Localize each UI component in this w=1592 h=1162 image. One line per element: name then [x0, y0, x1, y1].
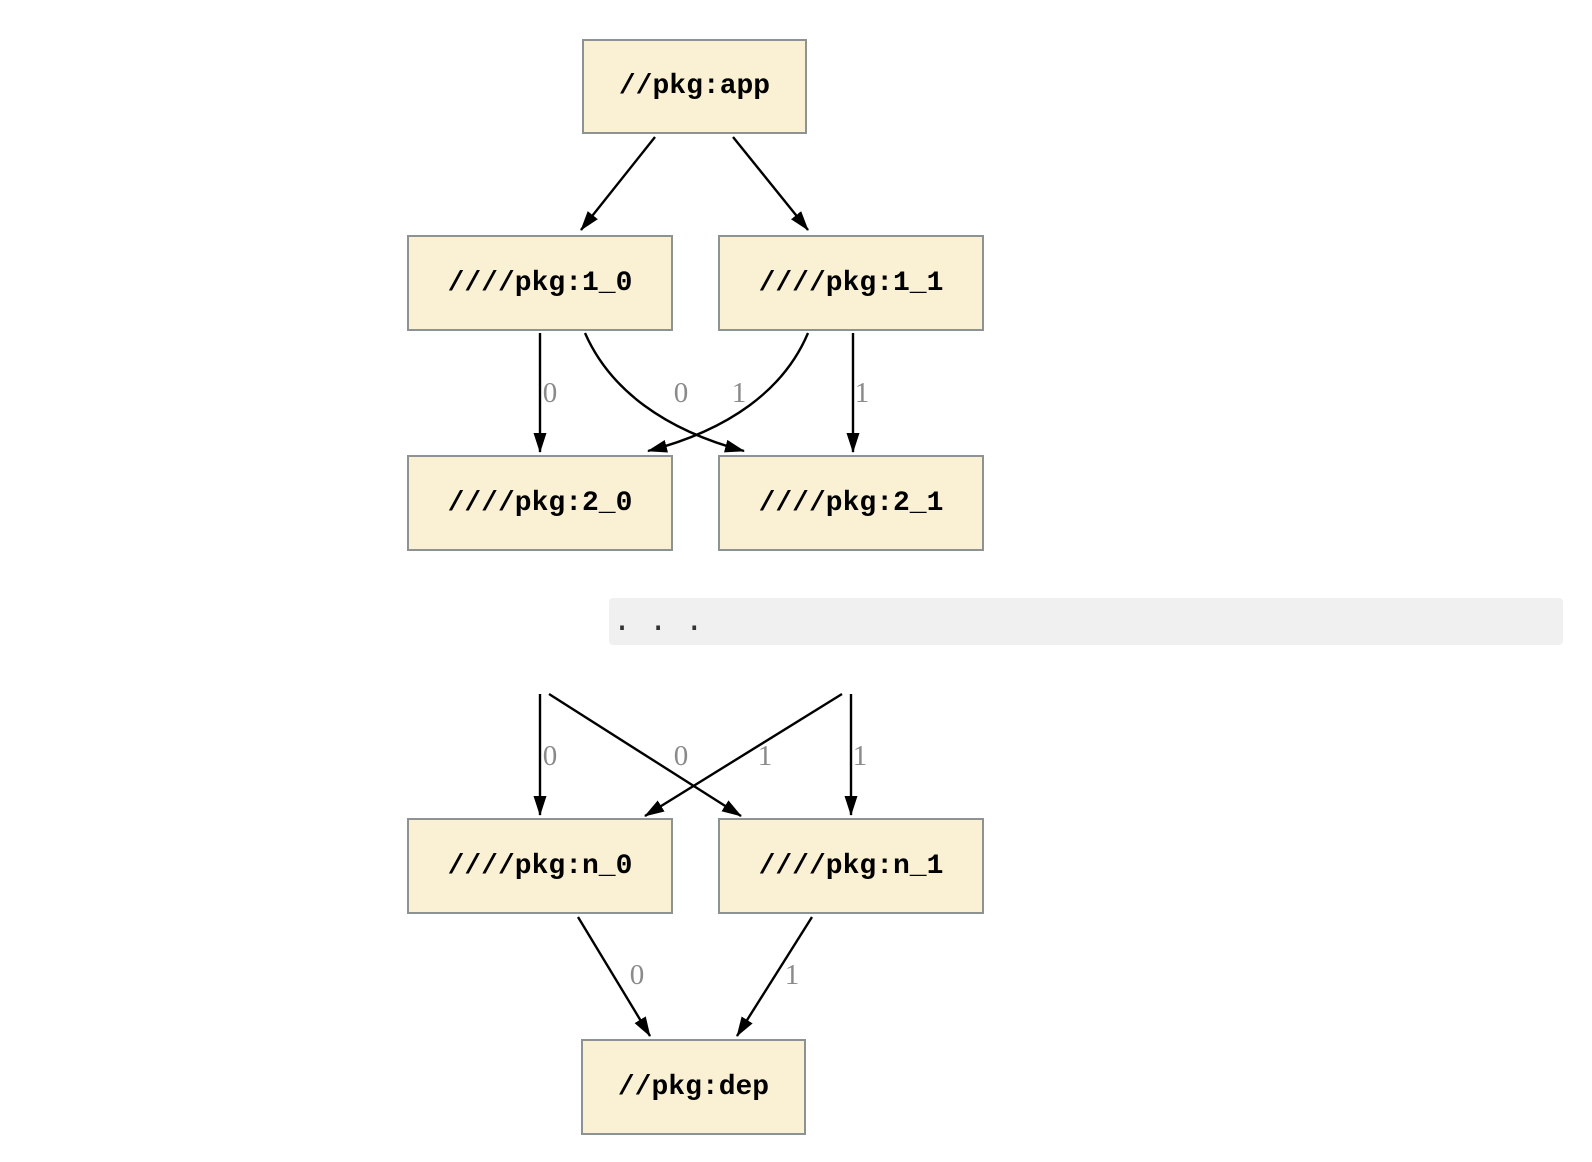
continuation-band — [609, 598, 1563, 645]
edge-label-n-0-cross: 0 — [674, 740, 689, 772]
edge-label-n-0-vertical: 0 — [543, 740, 558, 772]
edge-1-0-to-2-1 — [583, 332, 745, 453]
edge-label-1-0-to-2-1: 1 — [732, 377, 747, 409]
edge-label-1-0-to-2-0: 0 — [543, 377, 558, 409]
node-pkg-1-0-label: ////pkg:1_0 — [447, 267, 633, 299]
edge-label-n-1-to-dep: 1 — [785, 959, 800, 991]
edge-app-to-1-0 — [580, 136, 656, 231]
node-pkg-2-0: ////pkg:2_0 — [407, 455, 673, 551]
edge-1-1-to-2-0 — [647, 332, 810, 453]
node-pkg-app-label: //pkg:app — [618, 71, 771, 102]
node-pkg-dep: //pkg:dep — [581, 1039, 806, 1135]
node-pkg-app: //pkg:app — [582, 39, 807, 134]
node-pkg-1-0: ////pkg:1_0 — [407, 235, 673, 331]
edge-label-n-0-to-dep: 0 — [630, 959, 645, 991]
node-pkg-2-1: ////pkg:2_1 — [718, 455, 984, 551]
edge-label-n-1-vertical: 1 — [853, 740, 868, 772]
edge-app-to-1-1 — [732, 136, 809, 231]
edge-label-1-1-to-2-1: 1 — [855, 377, 870, 409]
edge-label-n-1-cross: 1 — [758, 740, 773, 772]
node-pkg-dep-label: //pkg:dep — [617, 1071, 770, 1103]
node-pkg-2-0-label: ////pkg:2_0 — [447, 487, 633, 519]
node-pkg-2-1-label: ////pkg:2_1 — [758, 487, 944, 519]
node-pkg-n-0: ////pkg:n_0 — [407, 818, 673, 914]
ellipsis-dots: . . . — [613, 603, 704, 638]
node-pkg-n-1: ////pkg:n_1 — [718, 818, 984, 914]
node-pkg-1-1: ////pkg:1_1 — [718, 235, 984, 331]
edge-ellipsis-to-n-0-cross — [644, 692, 843, 818]
edge-label-1-1-to-2-0: 0 — [674, 377, 689, 409]
edge-ellipsis-to-n-1-cross — [548, 692, 742, 818]
node-pkg-1-1-label: ////pkg:1_1 — [758, 267, 944, 299]
node-pkg-n-1-label: ////pkg:n_1 — [758, 850, 944, 882]
node-pkg-n-0-label: ////pkg:n_0 — [447, 850, 633, 882]
edge-n-1-to-dep — [735, 916, 814, 1037]
edge-n-0-to-dep — [576, 916, 652, 1037]
